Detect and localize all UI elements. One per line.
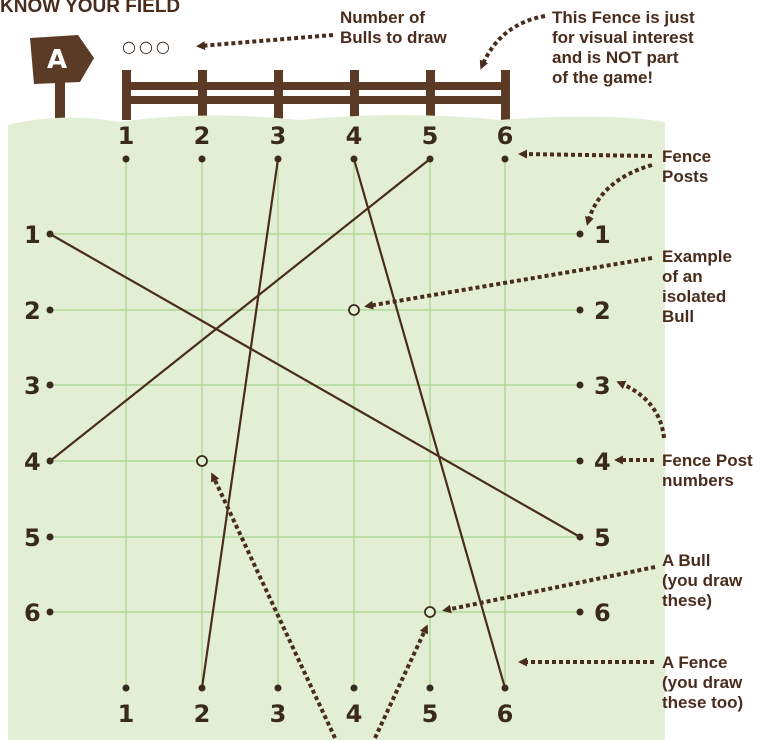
annotation-fence-posts: Fence Posts [662,147,711,186]
annotation-a-bull: A Bull (you draw these) [662,551,743,610]
fence-post [577,382,584,389]
bull-count-symbols: ○○○ [122,37,173,56]
fence-post [47,382,54,389]
column-number-bottom: 4 [346,700,363,728]
fence-post [47,307,54,314]
annotation-line: (you draw [662,571,743,590]
column-number-bottom: 2 [194,700,211,728]
annotation-line: Posts [662,167,708,186]
row-number-left: 6 [24,599,41,627]
fence-post [47,534,54,541]
annotation-a-fence: A Fence (you draw these too) [662,653,743,712]
fence-post [577,458,584,465]
row-number-left: 1 [24,221,41,249]
annotation-line: Number of [340,8,425,27]
fence-post [577,307,584,314]
arrow-number-of-bulls [200,35,333,46]
row-number-left: 4 [24,448,41,476]
column-number-top: 6 [497,122,514,150]
fence-post [427,685,434,692]
fence-post [351,685,358,692]
annotation-line: Example [662,247,732,266]
fence-post [502,156,509,163]
fence-post [275,685,282,692]
annotation-line: for visual interest [552,28,694,47]
fence-post [123,685,130,692]
annotation-line: Fence [662,147,711,166]
annotation-fence-note: This Fence is just for visual interest a… [552,8,695,87]
annotation-line: and is NOT part [552,48,679,67]
annotation-isolated-bull: Example of an isolated Bull [662,247,732,326]
field-sign: A [30,35,94,120]
annotation-line: these) [662,591,712,610]
field [8,115,665,740]
annotation-line: This Fence is just [552,8,695,27]
bull-isolated [349,305,359,315]
bull [197,456,207,466]
column-number-bottom: 1 [118,700,135,728]
row-number-left: 2 [24,297,41,325]
fence-post [577,231,584,238]
page-heading: KNOW YOUR FIELD [0,0,180,17]
row-number-right: 2 [594,297,611,325]
annotation-line: A Bull [662,551,710,570]
sign-letter: A [47,45,67,75]
annotation-line: these too) [662,693,743,712]
row-number-left: 3 [24,372,41,400]
column-number-top: 5 [422,122,439,150]
annotation-number-of-bulls: Number of Bulls to draw [340,8,448,47]
decorative-fence [122,70,510,120]
fence-post [577,609,584,616]
row-number-right: 3 [594,372,611,400]
fence-post [47,609,54,616]
arrow-fence-note [482,16,545,66]
row-number-right: 4 [594,448,611,476]
annotation-line: Fence Post [662,451,753,470]
bull [425,607,435,617]
annotation-post-numbers: Fence Post numbers [662,451,753,490]
row-number-right: 6 [594,599,611,627]
fence-post [123,156,130,163]
column-number-top: 1 [118,122,135,150]
column-number-bottom: 5 [422,700,439,728]
annotation-line: numbers [662,471,734,490]
column-number-top: 2 [194,122,211,150]
row-number-right: 1 [594,221,611,249]
column-number-bottom: 3 [270,700,287,728]
annotation-line: Bulls to draw [340,28,448,47]
annotation-line: A Fence [662,653,728,672]
column-number-bottom: 6 [497,700,514,728]
row-number-right: 5 [594,524,611,552]
column-number-top: 3 [270,122,287,150]
fence-post [199,156,206,163]
row-number-left: 5 [24,524,41,552]
annotation-line: (you draw [662,673,743,692]
annotation-line: of an [662,267,703,286]
column-number-top: 4 [346,122,363,150]
annotation-line: Bull [662,307,694,326]
annotation-line: of the game! [552,68,653,87]
annotation-line: isolated [662,287,726,306]
